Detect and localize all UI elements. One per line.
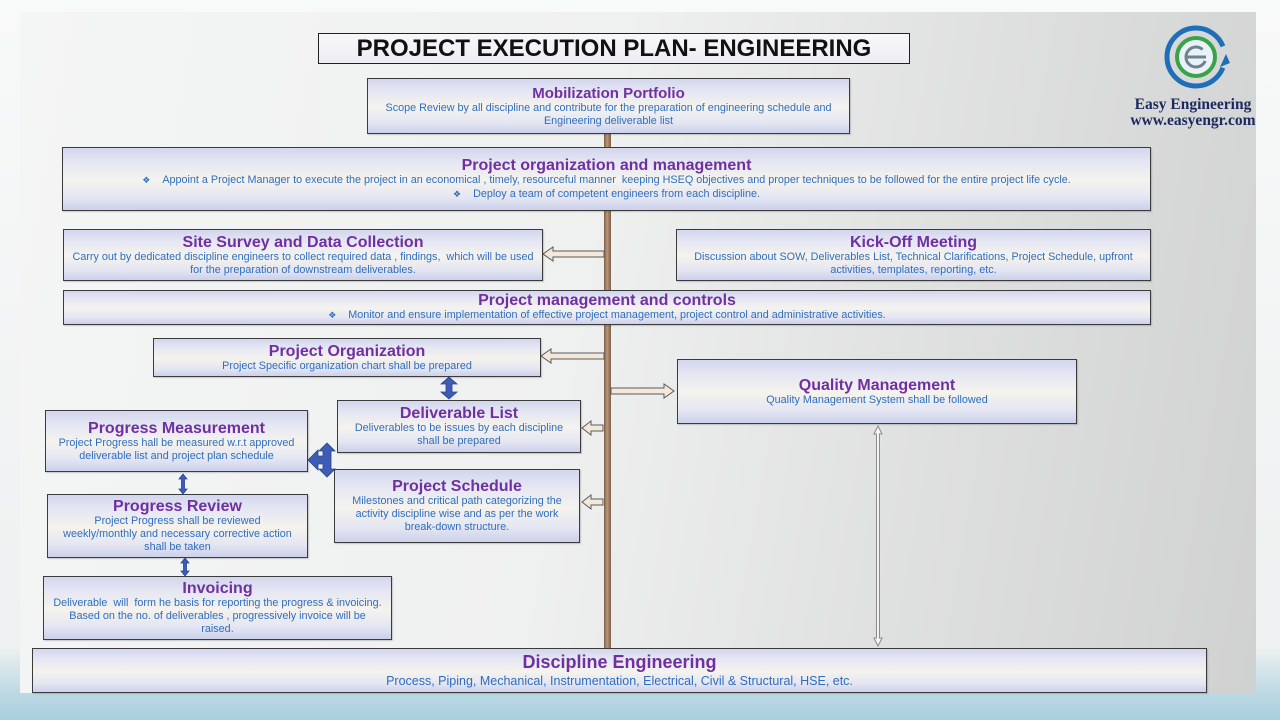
box-title: Project management and controls <box>478 292 736 309</box>
box-title: Invoicing <box>182 580 253 597</box>
bullet-text: Deploy a team of competent engineers fro… <box>473 187 760 200</box>
kick-off-meeting-box: Kick-Off Meeting Discussion about SOW, D… <box>676 229 1151 281</box>
bullet-diamond-icon: ❖ <box>142 175 151 186</box>
project-organization-box: Project Organization Project Specific or… <box>153 338 541 377</box>
logo-website: www.easyengr.com <box>1130 112 1256 129</box>
double-arrow-review-invoicing <box>180 557 190 577</box>
logo-brand-name: Easy Engineering <box>1134 96 1252 113</box>
bullet-line: ❖ Deploy a team of competent engineers fr… <box>453 188 760 202</box>
arrow-to-deliverable-list <box>581 419 604 437</box>
box-description-line: Deliverables to be issues by each discip… <box>354 422 564 434</box>
box-description-line: activities, templates, reporting, etc. <box>830 263 997 276</box>
box-description-line: shall be prepared <box>417 435 501 447</box>
box-description-line: activity discipline wise and as per the … <box>355 508 559 520</box>
box-title: Site Survey and Data Collection <box>182 233 424 251</box>
box-description-line: Scope Review by all discipline and contr… <box>385 101 832 114</box>
bullet-text: Appoint a Project Manager to execute the… <box>162 173 1071 186</box>
box-title: Quality Management <box>798 376 956 394</box>
box-description-line: weekly/monthly and necessary corrective … <box>63 528 292 540</box>
double-arrow-measurement-review <box>178 473 188 495</box>
box-description-line: Project Progress hall be measured w.r.t … <box>58 436 295 449</box>
easy-engineering-logo-icon <box>1164 25 1230 89</box>
box-description-line: raised. <box>201 623 234 635</box>
bullet-line: ❖ Appoint a Project Manager to execute th… <box>142 174 1071 188</box>
box-description-line: Project Specific organization chart shal… <box>222 359 472 372</box>
double-arrow-quality-discipline <box>873 424 883 648</box>
box-title: Mobilization Portfolio <box>532 84 685 102</box>
box-title: Project organization and management <box>461 156 752 174</box>
title-box: PROJECT EXECUTION PLAN- ENGINEERING <box>318 33 910 64</box>
box-title: Progress Measurement <box>88 419 265 437</box>
site-survey-box: Site Survey and Data Collection Carry ou… <box>63 229 543 281</box>
box-description-line: Carry out by dedicated discipline engine… <box>72 250 534 263</box>
arrow-to-site-survey <box>542 246 605 262</box>
box-description-line: Deliverable will form he basis for repor… <box>53 597 382 609</box>
deliverable-list-box: Deliverable List Deliverables to be issu… <box>337 400 581 453</box>
box-description-line: break-down structure. <box>404 521 510 533</box>
project-schedule-box: Project Schedule Milestones and critical… <box>334 469 580 543</box>
progress-measurement-box: Progress Measurement Project Progress ha… <box>45 410 308 472</box>
bullet-diamond-icon: ❖ <box>328 311 337 321</box>
box-description-line: Based on the no. of deliverables , progr… <box>69 610 366 622</box>
arrow-to-quality-management <box>610 383 675 399</box>
box-title: Discipline Engineering <box>522 652 717 672</box>
discipline-engineering-box: Discipline Engineering Process, Piping, … <box>32 648 1207 693</box>
mobilization-portfolio-box: Mobilization Portfolio Scope Review by a… <box>367 78 850 134</box>
box-description-line: Project Progress shall be reviewed <box>94 515 261 527</box>
box-description-line: Milestones and critical path categorizin… <box>352 495 562 507</box>
bullet-diamond-icon: ❖ <box>453 189 462 200</box>
box-title: Deliverable List <box>399 405 519 422</box>
three-way-arrow-measurement <box>307 442 336 478</box>
box-title: Project Organization <box>268 342 426 360</box>
progress-review-box: Progress Review Project Progress shall b… <box>47 494 308 558</box>
bullet-text: Monitor and ensure implementation of eff… <box>348 309 886 321</box>
box-title: Kick-Off Meeting <box>849 233 978 251</box>
box-description-line: deliverable list and project plan schedu… <box>79 449 274 462</box>
box-description-line: Engineering deliverable list <box>543 114 674 127</box>
project-management-controls-box: Project management and controls ❖ Monitor… <box>63 290 1151 325</box>
invoicing-box: Invoicing Deliverable will form he basis… <box>43 576 392 640</box>
quality-management-box: Quality Management Quality Management Sy… <box>677 359 1077 424</box>
double-arrow-organization-deliverables <box>439 376 459 400</box>
box-description-line: for the preparation of downstream delive… <box>190 263 416 276</box>
box-description-line: shall be taken <box>144 541 211 553</box>
box-title: Project Schedule <box>392 478 522 495</box>
project-organization-management-box: Project organization and management ❖ App… <box>62 147 1151 211</box>
bullet-line: ❖ Monitor and ensure implementation of ef… <box>328 309 886 323</box>
box-description-line: Discussion about SOW, Deliverables List,… <box>694 250 1133 263</box>
arrow-to-project-organization <box>540 348 605 364</box>
box-title: Progress Review <box>113 498 242 515</box>
box-description-line: Quality Management System shall be follo… <box>766 393 988 406</box>
central-connector-bar <box>604 133 611 648</box>
arrow-to-project-schedule <box>581 493 604 511</box>
page-title: PROJECT EXECUTION PLAN- ENGINEERING <box>356 35 872 62</box>
box-description-line: Process, Piping, Mechanical, Instrumenta… <box>386 674 853 688</box>
